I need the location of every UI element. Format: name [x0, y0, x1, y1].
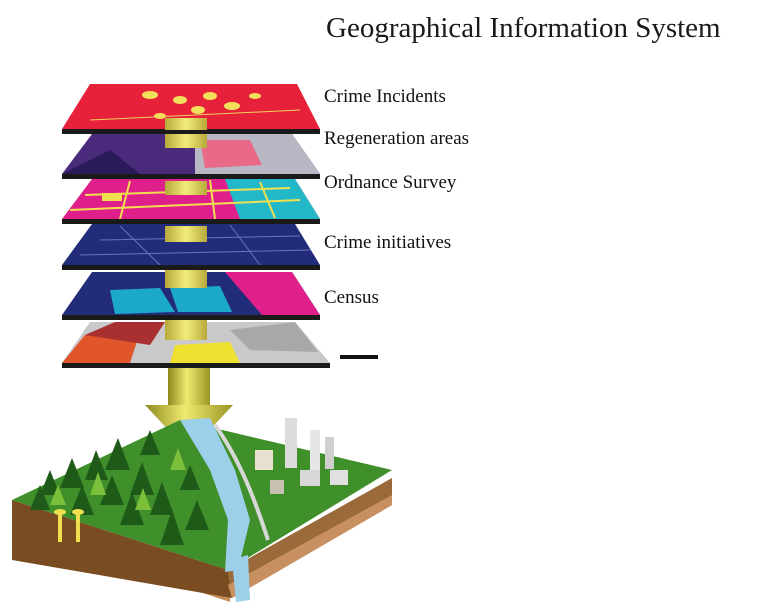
diagram-title: Geographical Information System — [326, 12, 721, 44]
layer-label-crime-initiatives: Crime initiatives — [324, 232, 452, 253]
layer-crime-initiatives — [62, 224, 320, 270]
town-buildings — [255, 418, 348, 494]
layer-crime-incidents — [62, 84, 320, 134]
layer-regeneration-areas — [62, 134, 320, 179]
terrain-block — [12, 418, 392, 602]
layer-label-crime-incidents: Crime Incidents — [324, 86, 446, 107]
layer-label-regeneration-areas: Regeneration areas — [324, 128, 470, 149]
layer-label-census: Census — [324, 287, 379, 308]
layer-ordnance-survey — [62, 179, 320, 224]
layer-census — [62, 272, 320, 320]
layer-base-landuse — [62, 322, 330, 368]
base-layer-pointer-line — [340, 355, 378, 359]
layer-label-ordnance-survey: Ordnance Survey — [324, 172, 457, 193]
utility-pipes — [54, 509, 84, 542]
